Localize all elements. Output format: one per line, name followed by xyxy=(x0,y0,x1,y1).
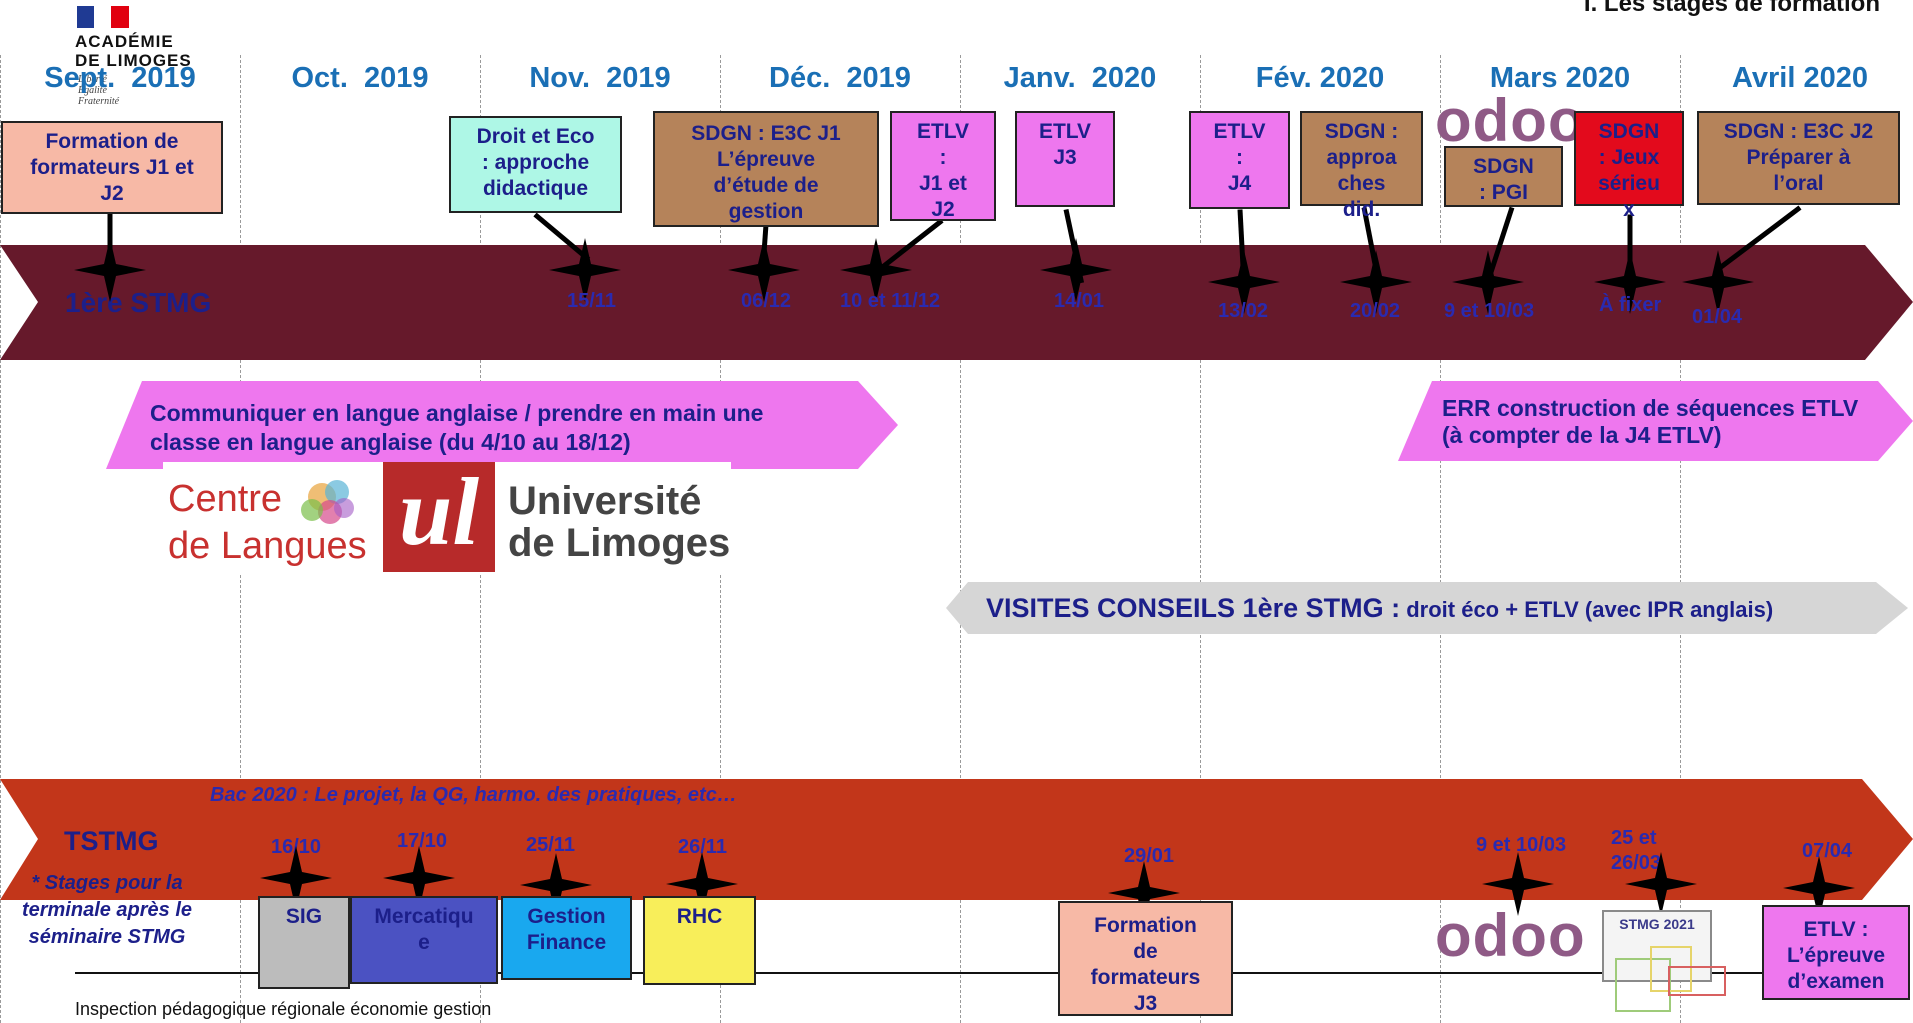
milestone-star-icon xyxy=(1682,250,1754,314)
box-etlv-j4: ETLV : J4 xyxy=(1189,111,1290,209)
box-etlv-j3: ETLV J3 xyxy=(1015,111,1115,207)
date-label: 25 et 26/03 xyxy=(1611,827,1662,874)
universite-mark-letters: ul xyxy=(398,458,480,565)
stmg-logo-square xyxy=(1615,958,1671,1012)
box-sdgn-pgi: SDGN : PGI xyxy=(1444,146,1563,207)
month-mar-2020: Mars 2020 xyxy=(1489,62,1631,94)
english-course-band xyxy=(106,381,898,469)
odoo-logo-bottom: odoo xyxy=(1435,902,1586,969)
centre-de-langues-logo: Centre de Langues xyxy=(168,478,367,567)
box-sdgn-e3c-j1: SDGN : E3C J1 L’épreuve d’étude de gesti… xyxy=(653,111,879,227)
milestone-star-icon xyxy=(549,238,621,302)
visites-conseils-text: VISITES CONSEILS 1ère STMG : droit éco +… xyxy=(986,593,1773,624)
box-formation-formateurs-j3: Formation de formateurs J3 xyxy=(1058,901,1233,1016)
visites-conseils-bold: VISITES CONSEILS 1ère STMG : xyxy=(986,593,1401,623)
stmg-logo-square xyxy=(1668,966,1726,996)
institution-name: ACADÉMIE DE LIMOGES xyxy=(75,32,192,70)
milestone-star-icon xyxy=(1594,250,1666,314)
month-feb-2020: Fév. 2020 xyxy=(1255,62,1385,94)
month-dec-2019: Déc. 2019 xyxy=(769,62,911,94)
milestone-star-icon xyxy=(1482,852,1554,916)
box-droit-eco: Droit et Eco : approche didactique xyxy=(449,116,622,213)
milestone-star-icon xyxy=(74,238,146,302)
month-divider xyxy=(960,55,961,1023)
milestone-star-icon xyxy=(1340,250,1412,314)
visites-conseils-rest: droit éco + ETLV (avec IPR anglais) xyxy=(1400,597,1774,622)
month-apr-2020: Avril 2020 xyxy=(1732,62,1868,94)
first-stmg-label: 1ère STMG xyxy=(65,287,212,318)
milestone-star-icon xyxy=(666,852,738,916)
date-label: 15/11 xyxy=(567,290,616,312)
err-text: ERR construction de séquences ETLV (à co… xyxy=(1442,395,1859,448)
milestone-star-icon xyxy=(1040,238,1112,302)
date-label: 10 et 11/12 xyxy=(840,290,941,312)
date-label: 25/11 xyxy=(526,834,575,856)
marianne-flag-icon xyxy=(77,6,129,28)
milestone-star-icon xyxy=(1452,250,1524,314)
milestone-star-icon xyxy=(840,238,912,302)
milestone-star-icon xyxy=(728,238,800,302)
month-oct-2019: Oct. 2019 xyxy=(291,62,429,94)
milestone-star-icon xyxy=(260,846,332,910)
centre-de-langues-flower-icon xyxy=(301,480,354,524)
bac-2020-text: Bac 2020 : Le projet, la QG, harmo. des … xyxy=(210,784,737,806)
date-label: 13/02 xyxy=(1218,300,1269,322)
english-course-text: Communiquer en langue anglaise / prendre… xyxy=(150,400,764,455)
footer-text: Inspection pédagogique régionale économi… xyxy=(75,999,492,1019)
stmg-logo-square xyxy=(1650,946,1692,992)
month-divider xyxy=(0,55,1,1023)
date-label: 07/04 xyxy=(1802,840,1853,862)
box-rhc: RHC xyxy=(643,896,756,985)
tstmg-note: * Stages pour la terminale après le sémi… xyxy=(21,872,193,948)
box-etlv-epreuve-examen: ETLV : L’épreuve d’examen xyxy=(1762,905,1910,1000)
date-label: À fixer xyxy=(1599,294,1662,316)
date-label: 26/11 xyxy=(678,836,727,858)
box-sdgn-jeux-serieux: SDGN : Jeux sérieu x xyxy=(1574,111,1684,221)
err-band xyxy=(1398,381,1913,461)
date-label: 29/01 xyxy=(1124,845,1175,867)
box-etlv-j1-j2: ETLV : J1 et J2 xyxy=(890,111,996,221)
month-divider xyxy=(1440,55,1441,1023)
date-label: 9 et 10/03 xyxy=(1444,300,1535,322)
month-jan-2020: Janv. 2020 xyxy=(1003,62,1157,94)
box-gestion-finance: Gestion Finance xyxy=(501,896,632,980)
date-label: 14/01 xyxy=(1054,290,1105,312)
first-stmg-band xyxy=(0,245,1913,360)
republic-motto: Liberté Égalité Fraternité xyxy=(78,74,120,107)
month-nov-2019: Nov. 2019 xyxy=(529,62,671,94)
date-label: 17/10 xyxy=(397,830,448,852)
milestone-star-icon xyxy=(383,846,455,910)
section-title: I. Les stages de formation xyxy=(1583,0,1880,17)
universite-de-limoges-logo: Université de Limoges xyxy=(508,479,731,565)
date-label: 20/02 xyxy=(1350,300,1401,322)
milestone-star-icon xyxy=(1108,861,1180,925)
box-formation-formateurs-j1-j2: Formation de formateurs J1 et J2 xyxy=(1,121,223,214)
stmg-2021-logo-text: STMG 2021 xyxy=(1619,916,1695,932)
box-sdgn-e3c-j2: SDGN : E3C J2 Préparer à l’oral xyxy=(1697,111,1900,205)
box-sig: SIG xyxy=(258,896,350,989)
milestone-star-icon xyxy=(520,853,592,917)
tstmg-label: TSTMG xyxy=(64,826,159,856)
date-label: 01/04 xyxy=(1692,306,1743,328)
universite-mark-icon: ul xyxy=(383,462,495,572)
baseline-rule xyxy=(75,972,1845,974)
month-divider xyxy=(1680,55,1681,1023)
month-sept-2019: Sept. 2019 xyxy=(44,62,196,94)
month-divider xyxy=(1200,55,1201,1023)
tstmg-band xyxy=(0,779,1913,900)
box-sdgn-approches-did: SDGN : approa ches did. xyxy=(1300,111,1423,221)
milestone-star-icon xyxy=(1783,856,1855,920)
box-mercatique: Mercatiqu e xyxy=(350,896,498,984)
milestone-star-icon xyxy=(1625,852,1697,916)
milestone-star-icon xyxy=(1208,250,1280,314)
date-label: 9 et 10/03 xyxy=(1476,834,1567,856)
odoo-logo-top: odoo xyxy=(1435,87,1586,154)
date-label: 06/12 xyxy=(741,290,792,312)
visites-conseils-band xyxy=(946,582,1908,634)
